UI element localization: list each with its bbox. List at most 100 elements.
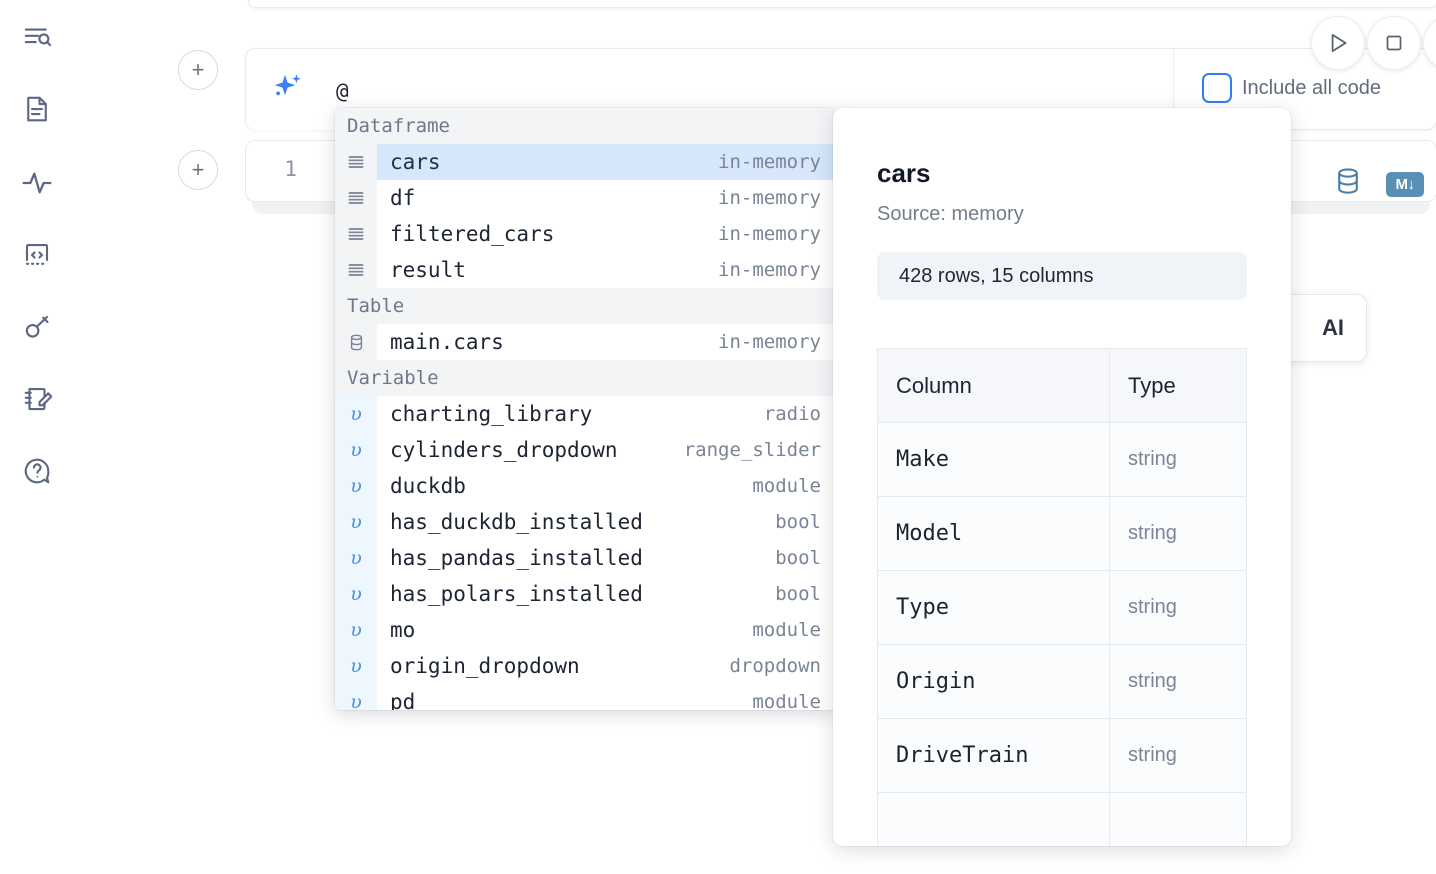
autocomplete-item-name: main.cars — [390, 330, 504, 354]
autocomplete-item-name: filtered_cars — [390, 222, 555, 246]
database-icon[interactable] — [1333, 166, 1363, 201]
autocomplete-item[interactable]: υ cylinders_dropdown range_slider — [335, 432, 835, 468]
preview-shape-badge: 428 rows, 15 columns — [877, 252, 1247, 300]
autocomplete-item-name: duckdb — [390, 474, 466, 498]
variable-upsilon-icon: υ — [335, 396, 377, 432]
autocomplete-group-header: Dataframe — [335, 108, 835, 144]
autocomplete-item-type: bool — [775, 547, 821, 569]
schema-column-name — [877, 792, 1110, 846]
schema-column-type: string — [1109, 570, 1247, 645]
scratchpad-edit-icon[interactable] — [14, 376, 60, 422]
code-snippet-icon[interactable] — [14, 232, 60, 278]
add-cell-button-bottom[interactable]: + — [178, 150, 218, 190]
autocomplete-group-header: Variable — [335, 360, 835, 396]
dataframe-preview-panel: cars Source: memory 428 rows, 15 columns… — [833, 108, 1291, 846]
markdown-badge[interactable]: M↓ — [1386, 172, 1424, 197]
variable-upsilon-icon: υ — [335, 504, 377, 540]
column-header-column: Column — [877, 348, 1110, 423]
include-all-code-label: Include all code — [1242, 76, 1381, 99]
preview-source: Source: memory — [877, 203, 1024, 225]
autocomplete-item-type: in-memory — [718, 223, 821, 245]
autocomplete-item[interactable]: υ has_pandas_installed bool — [335, 540, 835, 576]
schema-column-type — [1109, 792, 1247, 846]
autocomplete-item-type: bool — [775, 583, 821, 605]
autocomplete-item-type: in-memory — [718, 151, 821, 173]
autocomplete-item-type: dropdown — [729, 655, 821, 677]
include-all-code-option[interactable]: Include all code — [1202, 73, 1381, 103]
notebook-cell-above — [248, 0, 1436, 8]
autocomplete-item-type: module — [752, 691, 821, 710]
markdown-badge-letter: M — [1395, 176, 1409, 193]
dataframe-rows-icon — [335, 180, 377, 216]
dataframe-rows-icon — [335, 216, 377, 252]
explore-outline-icon[interactable] — [14, 14, 60, 60]
autocomplete-item-name: charting_library — [390, 402, 593, 426]
line-number: 1 — [284, 157, 297, 181]
autocomplete-item-type: module — [752, 475, 821, 497]
autocomplete-item[interactable]: df in-memory — [335, 180, 835, 216]
stop-button[interactable] — [1367, 16, 1421, 70]
autocomplete-item-name: has_pandas_installed — [390, 546, 643, 570]
autocomplete-item-name: origin_dropdown — [390, 654, 580, 678]
schema-column-type: string — [1109, 422, 1247, 497]
variable-upsilon-icon: υ — [335, 612, 377, 648]
schema-column-name: Model — [877, 496, 1110, 571]
include-all-code-checkbox[interactable] — [1202, 73, 1232, 103]
autocomplete-item-type: bool — [775, 511, 821, 533]
file-document-icon[interactable] — [14, 86, 60, 132]
markdown-badge-arrow: ↓ — [1407, 176, 1416, 193]
ai-card-label: AI — [1322, 315, 1344, 340]
schema-column-name: DriveTrain — [877, 718, 1110, 793]
key-secrets-icon[interactable] — [14, 304, 60, 350]
schema-column-type: string — [1109, 644, 1247, 719]
autocomplete-item-name: mo — [390, 618, 416, 642]
schema-column-name: Origin — [877, 644, 1110, 719]
autocomplete-group-header: Table — [335, 288, 835, 324]
autocomplete-item-name: pd — [390, 690, 416, 710]
autocomplete-item[interactable]: filtered_cars in-memory — [335, 216, 835, 252]
schema-column-name: Type — [877, 570, 1110, 645]
table-row — [877, 792, 1247, 846]
autocomplete-item[interactable]: υ has_polars_installed bool — [335, 576, 835, 612]
add-cell-button-top[interactable]: + — [178, 50, 218, 90]
run-button[interactable] — [1311, 16, 1365, 70]
dataframe-rows-icon — [335, 144, 377, 180]
autocomplete-item-type: in-memory — [718, 187, 821, 209]
schema-column-name: Make — [877, 422, 1110, 497]
autocomplete-item-name: cylinders_dropdown — [390, 438, 618, 462]
preview-title: cars — [877, 158, 931, 188]
autocomplete-item-type: module — [752, 619, 821, 641]
autocomplete-item-name: df — [390, 186, 416, 210]
schema-column-type: string — [1109, 718, 1247, 793]
activity-pulse-icon[interactable] — [14, 160, 60, 206]
autocomplete-item-type: range_slider — [683, 439, 821, 461]
autocomplete-item-name: has_polars_installed — [390, 582, 643, 606]
autocomplete-item-type: radio — [763, 403, 821, 425]
variable-upsilon-icon: υ — [335, 540, 377, 576]
table-header-row: Column Type — [877, 348, 1247, 423]
autocomplete-item-type: in-memory — [718, 331, 821, 353]
sparkle-icon — [270, 71, 306, 107]
variable-upsilon-icon: υ — [335, 432, 377, 468]
column-header-type: Type — [1109, 348, 1247, 423]
ai-prompt-input[interactable]: @ — [336, 79, 349, 103]
autocomplete-item[interactable]: υ charting_library radio — [335, 396, 835, 432]
autocomplete-item[interactable]: main.cars in-memory — [335, 324, 835, 360]
help-question-icon[interactable] — [14, 448, 60, 494]
variable-upsilon-icon: υ — [335, 576, 377, 612]
